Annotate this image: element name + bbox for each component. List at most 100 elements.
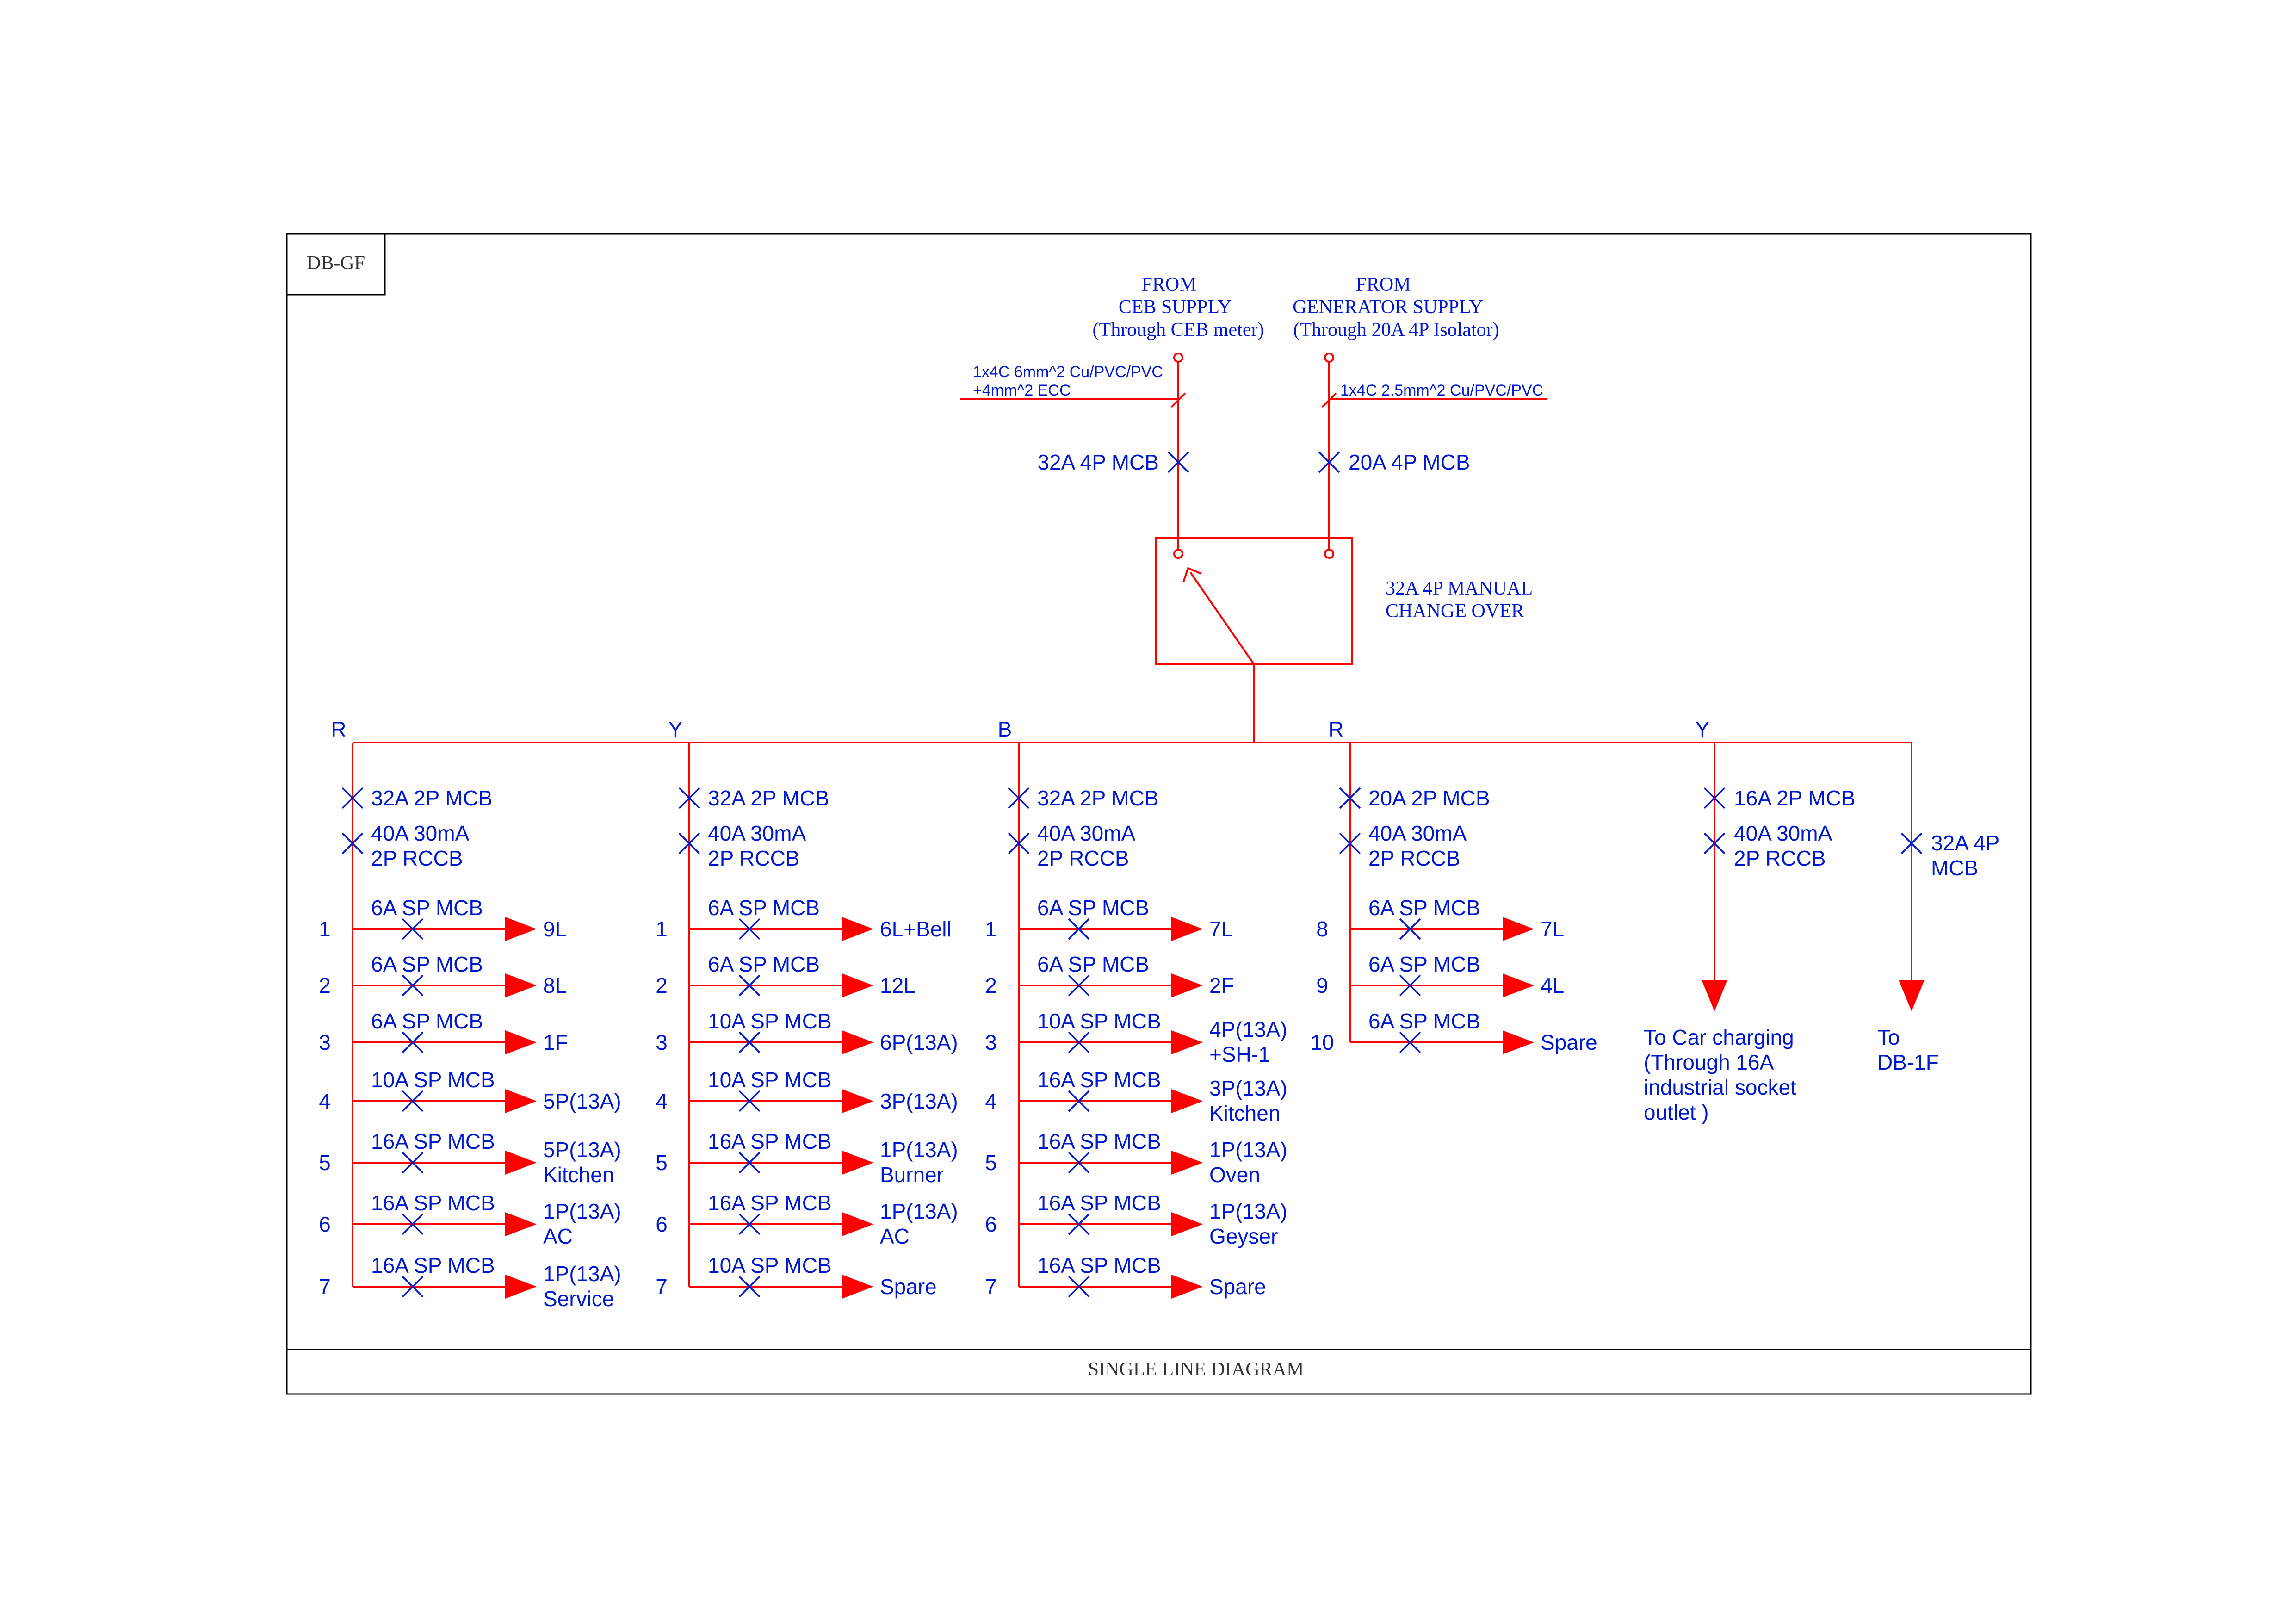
circuit-number: 4 <box>656 1089 668 1113</box>
circuit-load-detail: Oven <box>1209 1163 1260 1187</box>
circuit-number: 7 <box>656 1275 668 1299</box>
db1f-mcb-cross-icon <box>1900 832 1923 855</box>
circuit-load-detail: AC <box>880 1224 910 1248</box>
car-charging-feeder: Y 16A 2P MCB 40A 30mA 2P RCCB To Car cha… <box>1644 717 1856 1124</box>
circuit-number: 5 <box>319 1151 331 1175</box>
circuit-breaker-label: 16A SP MCB <box>371 1253 495 1277</box>
group-rccb-rating: 40A 30mA <box>371 821 470 845</box>
car-charging-dest-3: industrial socket <box>1644 1075 1796 1099</box>
circuit-load-label: 3P(13A) <box>1209 1076 1287 1100</box>
circuit-load-detail: +SH-1 <box>1209 1042 1270 1066</box>
gen-mcb-label: 20A 4P MCB <box>1349 450 1470 474</box>
circuit-load-label: 1P(13A) <box>1209 1199 1287 1223</box>
changeover-line1: 32A 4P MANUAL <box>1386 578 1533 599</box>
changeover-switch-box <box>1155 537 1353 665</box>
circuit-arrow-icon <box>842 1151 873 1175</box>
circuit-breaker-label: 16A SP MCB <box>1037 1253 1161 1277</box>
circuit-mcb-cross-icon <box>1068 1152 1090 1174</box>
car-charging-mcb: 16A 2P MCB <box>1734 786 1856 810</box>
ceb-mcb-cross-icon <box>1167 451 1189 473</box>
circuit-mcb-cross-icon <box>402 974 424 997</box>
circuit-load-label: 8L <box>543 973 567 997</box>
circuit-breaker-label: 6A SP MCB <box>708 952 820 976</box>
footer-title: SINGLE LINE DIAGRAM <box>1088 1359 1304 1380</box>
circuit-breaker-label: 16A SP MCB <box>371 1129 495 1153</box>
circuit-breaker-label: 6A SP MCB <box>371 896 483 920</box>
circuit-arrow-icon <box>505 973 537 997</box>
changeover-terminal-ceb <box>1173 549 1183 559</box>
circuit-number: 3 <box>319 1030 331 1054</box>
circuit-load-label: 3P(13A) <box>880 1089 958 1113</box>
circuit-arrow-icon <box>505 1275 537 1299</box>
circuit-number: 1 <box>319 917 331 941</box>
circuit-load-label: 5P(13A) <box>543 1138 621 1162</box>
circuit-mcb-cross-icon <box>1399 918 1421 940</box>
circuit-breaker-label: 10A SP MCB <box>708 1009 832 1033</box>
circuit-mcb-cross-icon <box>738 974 761 997</box>
drawing-border <box>286 233 2032 1395</box>
circuit-load-label: 4L <box>1541 973 1564 997</box>
ceb-cable-spec: 1x4C 6mm^2 Cu/PVC/PVC <box>973 363 1163 381</box>
circuit-load-label: Spare <box>1209 1275 1266 1299</box>
circuit-load-label: 7L <box>1209 917 1233 941</box>
circuit-load-detail: Burner <box>880 1163 944 1187</box>
circuit-mcb-cross-icon <box>402 1090 424 1112</box>
circuit-load-detail: Kitchen <box>543 1163 614 1187</box>
board-label: DB-GF <box>307 253 365 274</box>
circuit-load-label: 1P(13A) <box>880 1199 958 1223</box>
group-mcb-cross-icon <box>341 787 364 809</box>
circuit-load-label: 1P(13A) <box>543 1262 621 1286</box>
car-charging-dest-1: To Car charging <box>1644 1025 1794 1049</box>
circuit-mcb-cross-icon <box>1068 1213 1090 1235</box>
ceb-supply-label: FROM CEB SUPPLY (Through CEB meter) <box>1093 274 1264 341</box>
group-rccb-type: 2P RCCB <box>1037 846 1129 870</box>
group-rccb-type: 2P RCCB <box>1368 846 1461 870</box>
circuit-breaker-label: 16A SP MCB <box>1037 1129 1161 1153</box>
circuit-arrow-icon <box>1503 973 1534 997</box>
group-phase-label: R <box>331 717 346 741</box>
circuit-arrow-icon <box>505 1089 537 1113</box>
ceb-supply-line2: CEB SUPPLY <box>1119 297 1232 318</box>
circuit-load-label: 6P(13A) <box>880 1030 958 1054</box>
circuit-breaker-label: 16A SP MCB <box>1037 1191 1161 1215</box>
db1f-arrow-icon <box>1899 980 1925 1011</box>
circuit-breaker-label: 6A SP MCB <box>708 896 820 920</box>
gen-cable-spec: 1x4C 2.5mm^2 Cu/PVC/PVC <box>1340 382 1543 399</box>
circuit-arrow-icon <box>1171 1151 1203 1175</box>
circuit-mcb-cross-icon <box>1399 1031 1421 1053</box>
circuit-breaker-label: 6A SP MCB <box>1368 952 1480 976</box>
group-phase-label: Y <box>668 717 683 741</box>
circuit-mcb-cross-icon <box>1068 1276 1090 1298</box>
board-label-box <box>286 233 386 296</box>
circuit-load-label: 1P(13A) <box>543 1199 621 1223</box>
circuit-arrow-icon <box>842 917 873 941</box>
circuit-load-label: Spare <box>880 1275 937 1299</box>
circuit-load-label: 12L <box>880 973 916 997</box>
circuit-arrow-icon <box>1503 917 1534 941</box>
group-rccb-rating: 40A 30mA <box>1368 821 1467 845</box>
db1f-mcb-type: MCB <box>1931 856 1978 880</box>
circuit-number: 3 <box>985 1030 997 1054</box>
car-charging-rccb-rating: 40A 30mA <box>1734 821 1832 845</box>
group-rccb-rating: 40A 30mA <box>1037 821 1136 845</box>
car-charging-dest-4: outlet ) <box>1644 1100 1709 1124</box>
group-mcb-label: 20A 2P MCB <box>1368 786 1490 810</box>
circuit-breaker-label: 16A SP MCB <box>708 1191 832 1215</box>
